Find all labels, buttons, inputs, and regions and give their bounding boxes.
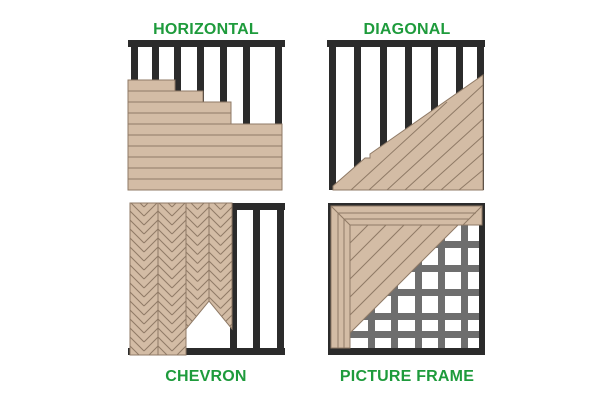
chevron-board-seams <box>130 203 232 355</box>
picture-frame-seams <box>331 206 482 348</box>
diagonal-title: DIAGONAL <box>363 21 451 38</box>
picture-frame-pattern-panel <box>328 203 485 355</box>
diagonal-pattern-panel <box>327 40 485 191</box>
chevron-joists <box>128 203 285 355</box>
diagonal-board-seams <box>350 84 484 191</box>
picture-frame-title: PICTURE FRAME <box>339 368 475 385</box>
chevron-title: CHEVRON <box>165 368 247 385</box>
chevron-column-dividers <box>157 203 210 355</box>
horizontal-title: HORIZONTAL <box>153 21 259 38</box>
chevron-pattern-panel <box>128 202 285 356</box>
horizontal-pattern-panel <box>127 40 285 191</box>
horizontal-board-seams <box>128 90 282 180</box>
